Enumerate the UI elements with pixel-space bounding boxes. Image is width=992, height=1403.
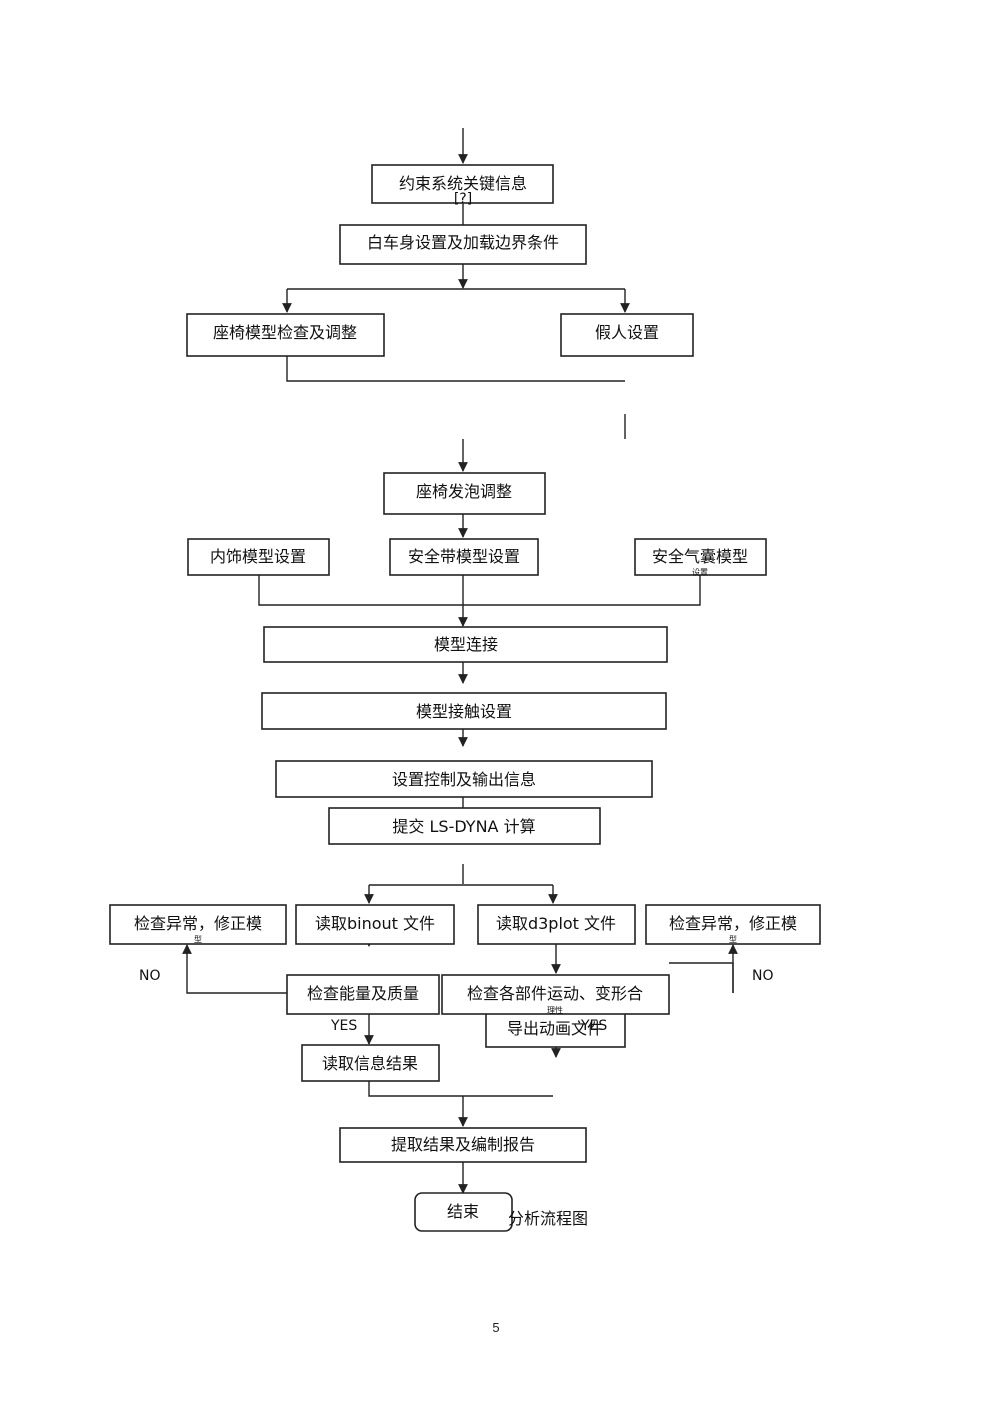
node-dummy: 假人设置 xyxy=(560,313,694,357)
node-control: 设置控制及输出信息 xyxy=(275,760,653,798)
node-check-right-label: 检查异常，修正模 xyxy=(669,914,797,933)
node-submit-label: 提交 LS-DYNA 计算 xyxy=(392,817,535,836)
node-restraint: 约束系统关键信息 [?] xyxy=(371,164,554,207)
node-seat-foam-label: 座椅发泡调整 xyxy=(416,482,512,501)
node-contact: 模型接触设置 xyxy=(261,692,667,730)
node-check-right: 检查异常，修正模 型 xyxy=(645,904,821,945)
node-binout: 读取binout 文件 xyxy=(295,904,455,945)
node-check-left-label: 检查异常，修正模 xyxy=(134,914,262,933)
node-contact-label: 模型接触设置 xyxy=(416,702,512,721)
node-connect-label: 模型连接 xyxy=(434,635,498,654)
node-report-label: 提取结果及编制报告 xyxy=(391,1135,535,1154)
branch-label-yes-right: YES xyxy=(580,1018,607,1034)
node-read-results-label: 读取信息结果 xyxy=(322,1054,418,1073)
node-check-left-sublabel: 型 xyxy=(194,935,202,944)
node-interior-label: 内饰模型设置 xyxy=(210,547,306,566)
node-belt: 安全带模型设置 xyxy=(389,538,539,576)
node-interior: 内饰模型设置 xyxy=(187,538,330,576)
node-d3plot: 读取d3plot 文件 xyxy=(477,904,636,945)
caption-fragment: 分析流程图 xyxy=(508,1209,588,1228)
branch-label-no-left: NO xyxy=(139,968,161,984)
node-submit: 提交 LS-DYNA 计算 xyxy=(328,807,601,845)
node-dummy-label: 假人设置 xyxy=(595,323,659,342)
node-motion-sublabel: 理性 xyxy=(547,1005,563,1015)
node-binout-label: 读取binout 文件 xyxy=(315,914,435,933)
node-d3plot-label: 读取d3plot 文件 xyxy=(496,914,616,933)
connectors xyxy=(182,128,738,1194)
node-seat-check-label: 座椅模型检查及调整 xyxy=(213,323,357,342)
node-belt-label: 安全带模型设置 xyxy=(408,547,520,566)
node-animation-label: 导出动画文件 xyxy=(507,1019,603,1038)
node-control-label: 设置控制及输出信息 xyxy=(392,770,536,789)
node-check-left: 检查异常，修正模 型 xyxy=(109,904,287,945)
node-airbag-label: 安全气囊模型 xyxy=(652,547,748,566)
node-body-setup-label: 白车身设置及加载边界条件 xyxy=(367,233,559,252)
node-restraint-sublabel: [?] xyxy=(454,191,472,207)
node-restraint-label: 约束系统关键信息 xyxy=(399,174,527,193)
node-body-setup: 白车身设置及加载边界条件 xyxy=(339,224,587,265)
page-number: 5 xyxy=(492,1320,500,1335)
node-airbag-sublabel: 设置 xyxy=(692,567,708,577)
node-animation: 导出动画文件 xyxy=(485,1011,626,1048)
node-seat-check: 座椅模型检查及调整 xyxy=(186,313,385,357)
node-check-right-sublabel: 型 xyxy=(729,935,737,944)
branch-label-no-right: NO xyxy=(752,968,774,984)
node-motion-label: 检查各部件运动、变形合 xyxy=(467,984,643,1003)
node-motion: 检查各部件运动、变形合 理性 xyxy=(441,974,670,1015)
node-end: 结束 xyxy=(414,1192,513,1232)
node-airbag: 安全气囊模型 设置 xyxy=(634,538,767,577)
node-read-results: 读取信息结果 xyxy=(301,1044,440,1082)
node-energy-label: 检查能量及质量 xyxy=(307,984,419,1003)
node-energy: 检查能量及质量 xyxy=(286,974,440,1015)
branch-label-yes-left: YES xyxy=(330,1018,357,1034)
node-connect: 模型连接 xyxy=(263,626,668,663)
node-seat-foam: 座椅发泡调整 xyxy=(383,472,546,515)
node-report: 提取结果及编制报告 xyxy=(339,1127,587,1163)
node-end-label: 结束 xyxy=(447,1202,479,1221)
